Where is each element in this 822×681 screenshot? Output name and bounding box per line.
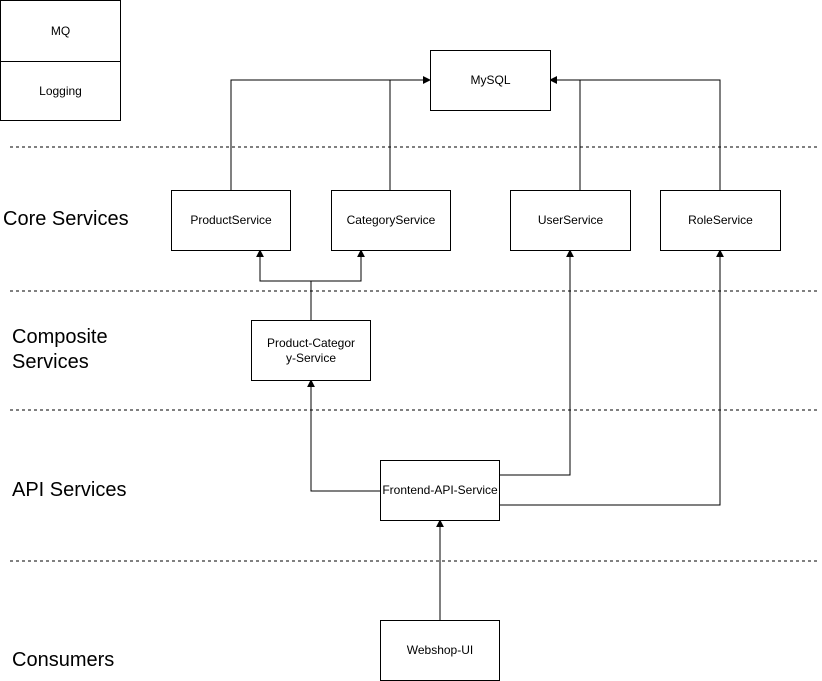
node-mysql[interactable]: MySQL xyxy=(430,50,551,111)
edge-roleservice-mysql xyxy=(549,76,721,190)
edge-productservice-mysql xyxy=(230,76,431,190)
edge-productcategory-productservice xyxy=(256,249,312,320)
node-label: CategoryService xyxy=(346,213,436,227)
node-label: MySQL xyxy=(470,73,511,87)
edge-categoryservice-mysql xyxy=(389,76,431,190)
node-categoryservice[interactable]: CategoryService xyxy=(331,190,451,251)
edge-frontend-userservice xyxy=(500,249,574,476)
node-webshop-ui[interactable]: Webshop-UI xyxy=(380,620,500,681)
node-label: UserService xyxy=(537,213,604,227)
edge-productcategory-categoryservice xyxy=(311,249,365,282)
legend-item-label: MQ xyxy=(50,24,71,38)
node-frontend-api-service[interactable]: Frontend-API-Service xyxy=(380,460,500,521)
edge-userservice-mysql xyxy=(549,76,581,190)
layer-label-consumers: Consumers xyxy=(12,649,115,671)
legend-box: MQ Logging xyxy=(0,0,121,121)
node-label: ProductService xyxy=(190,213,272,227)
layer-label-composite-services: Composite Services xyxy=(12,326,108,373)
layer-label-api-services: API Services xyxy=(12,479,127,501)
layer-label-core-services: Core Services xyxy=(3,208,129,230)
layer-separators xyxy=(10,146,818,562)
legend-item-label: Logging xyxy=(39,83,82,98)
node-userservice[interactable]: UserService xyxy=(510,190,631,251)
edge-frontend-productcategory xyxy=(307,379,380,492)
legend-item-mq: MQ xyxy=(1,1,120,62)
node-product-category-service[interactable]: Product-Category-Service xyxy=(251,320,371,381)
node-label: Frontend-API-Service xyxy=(382,483,498,497)
node-label: RoleService xyxy=(688,213,753,227)
node-roleservice[interactable]: RoleService xyxy=(660,190,781,251)
edge-frontend-roleservice xyxy=(500,249,724,506)
node-label: Product-Category-Service xyxy=(266,335,356,365)
node-productservice[interactable]: ProductService xyxy=(171,190,291,251)
node-label: Webshop-UI xyxy=(406,643,474,657)
legend-item-logging: Logging xyxy=(1,61,120,120)
